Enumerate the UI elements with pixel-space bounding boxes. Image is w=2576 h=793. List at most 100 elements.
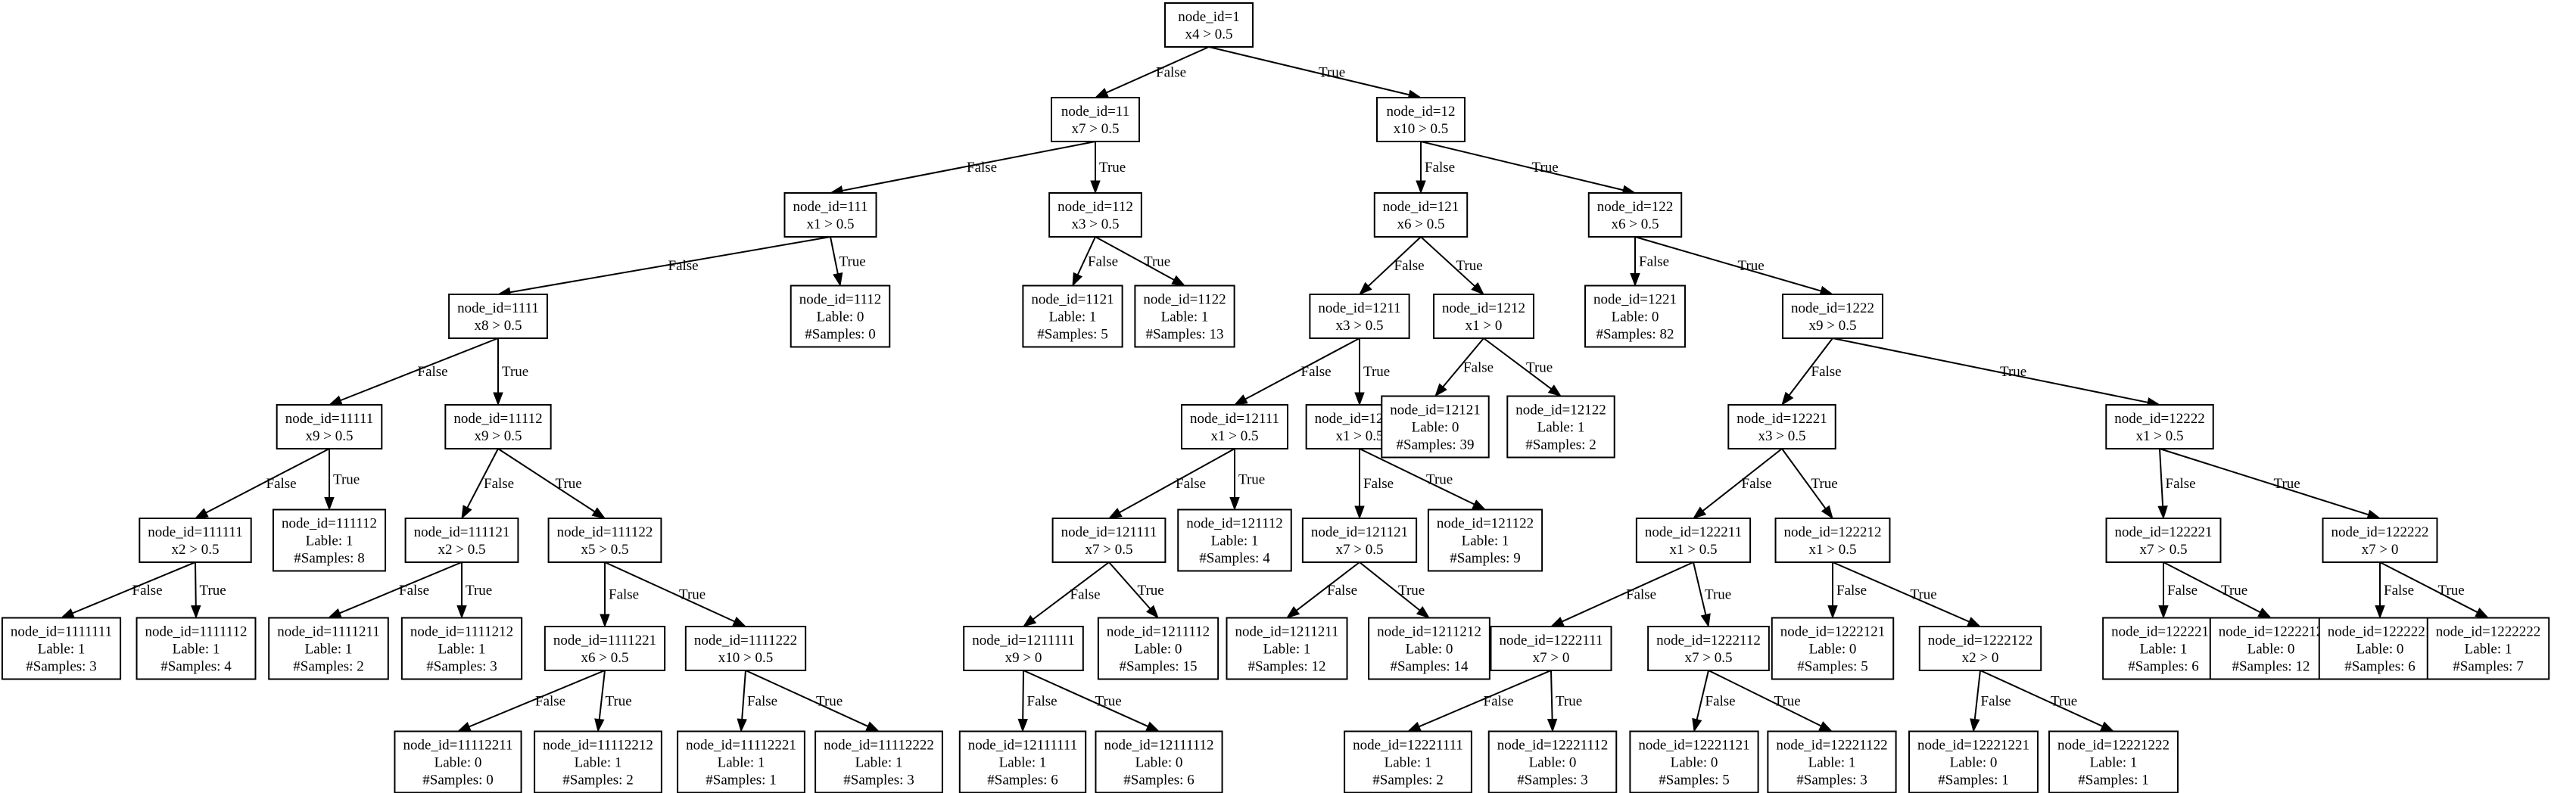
node-id-label: node_id=1211111 <box>972 633 1075 648</box>
edge-11111-to-111111: False <box>194 448 330 519</box>
arrowhead-icon <box>456 721 472 732</box>
arrowhead-icon <box>1146 605 1159 619</box>
node-detail-label: Lable: 0 <box>1809 642 1857 658</box>
node-detail-label: #Samples: 7 <box>2453 659 2523 675</box>
edge-line <box>340 337 499 402</box>
edge-1111221-to-11112211: False <box>456 670 606 732</box>
edge-line <box>604 561 735 623</box>
node-detail-label: Lable: 1 <box>1049 309 1097 325</box>
node-detail-label: x5 > 0.5 <box>581 542 629 558</box>
edge-line <box>745 670 868 727</box>
edge-line <box>1244 337 1360 400</box>
edge-line <box>1550 670 1553 720</box>
node-detail-label: x4 > 0.5 <box>1185 26 1233 42</box>
edge-111122-to-1111222: True <box>604 561 747 627</box>
node-box <box>1629 730 1759 793</box>
node-box <box>1134 285 1235 348</box>
edge-1-to-11: False <box>1094 46 1210 98</box>
edge-111-to-1112: True <box>830 236 866 287</box>
node-box <box>276 404 383 449</box>
node-detail-label: #Samples: 2 <box>1372 773 1443 788</box>
arrowhead-icon <box>1550 617 1565 627</box>
node-detail-label: #Samples: 4 <box>160 659 232 675</box>
edge-line <box>1023 670 1148 727</box>
arrowhead-icon <box>1821 505 1833 520</box>
edge-label-false: False <box>1425 160 1455 176</box>
node-box <box>2209 617 2333 680</box>
edge-label-false: False <box>2166 476 2196 492</box>
node-detail-label: Lable: 1 <box>38 642 86 658</box>
node-id-label: node_id=1 <box>1178 9 1239 25</box>
node-box <box>2322 518 2438 563</box>
node-box <box>1584 285 1686 348</box>
node-detail-label: #Samples: 15 <box>1120 659 1198 675</box>
edge-112-to-1121: False <box>1072 236 1118 287</box>
edge-label-false: False <box>1301 364 1332 380</box>
edge-line <box>2163 561 2261 614</box>
edge-12222-to-122221: False <box>2157 448 2196 520</box>
edge-1111-to-11111: False <box>328 337 499 406</box>
node-detail-label: Lable: 1 <box>2140 642 2188 658</box>
edge-line <box>842 141 1096 191</box>
edge-label-false: False <box>1394 258 1425 274</box>
node-id-label: node_id=1222222 <box>2436 624 2540 640</box>
node-id-label: node_id=122221 <box>2115 524 2213 540</box>
node-id-label: node_id=121 <box>1383 199 1459 215</box>
node-id-label: node_id=111111 <box>148 524 242 540</box>
node-id-label: node_id=1111221 <box>553 633 656 648</box>
edge-12222-to-122222: True <box>2159 448 2381 520</box>
arrowhead-icon <box>2157 505 2168 520</box>
node-box <box>783 192 877 238</box>
edge-label-true: True <box>502 364 528 380</box>
edge-1-to-12: True <box>1208 46 1422 100</box>
edge-1211111-to-12111112: True <box>1023 670 1160 732</box>
node-box <box>1051 97 1140 142</box>
node-id-label: node_id=1211112 <box>1107 624 1210 640</box>
node-id-label: node_id=1111112 <box>145 624 248 640</box>
node-detail-label: #Samples: 2 <box>293 659 363 675</box>
edge-1111221-to-11112212: True <box>594 670 632 732</box>
edge-label-false: False <box>1070 587 1101 603</box>
edge-line <box>598 670 606 720</box>
node-detail-label: Lable: 0 <box>1612 309 1659 325</box>
node-detail-label: x7 > 0.5 <box>2140 542 2188 558</box>
node-box <box>1506 395 1615 459</box>
edge-label-true: True <box>556 476 582 492</box>
edge-121121-to-1211212: True <box>1359 561 1431 619</box>
node-detail-label: #Samples: 5 <box>1659 773 1729 788</box>
node-detail-label: #Samples: 6 <box>987 773 1057 788</box>
node-detail-label: x6 > 0.5 <box>581 650 629 666</box>
arrowhead-icon <box>461 505 472 520</box>
edge-line <box>1788 337 1833 396</box>
edge-label-true: True <box>2051 693 2077 709</box>
node-id-label: node_id=1222111 <box>1499 633 1603 648</box>
arrowhead-icon <box>194 508 209 519</box>
arrowhead-icon <box>1416 605 1431 619</box>
node-detail-label: Lable: 1 <box>718 755 765 771</box>
edge-121111-to-1211112: True <box>1108 561 1164 619</box>
node-detail-label: #Samples: 1 <box>706 773 776 788</box>
edge-1212-to-12122: True <box>1483 337 1562 397</box>
node-id-label: node_id=1111212 <box>410 624 513 640</box>
edge-label-false: False <box>1327 583 1357 599</box>
edge-12112-to-121122: True <box>1359 448 1487 511</box>
arrowhead-icon <box>60 608 75 619</box>
